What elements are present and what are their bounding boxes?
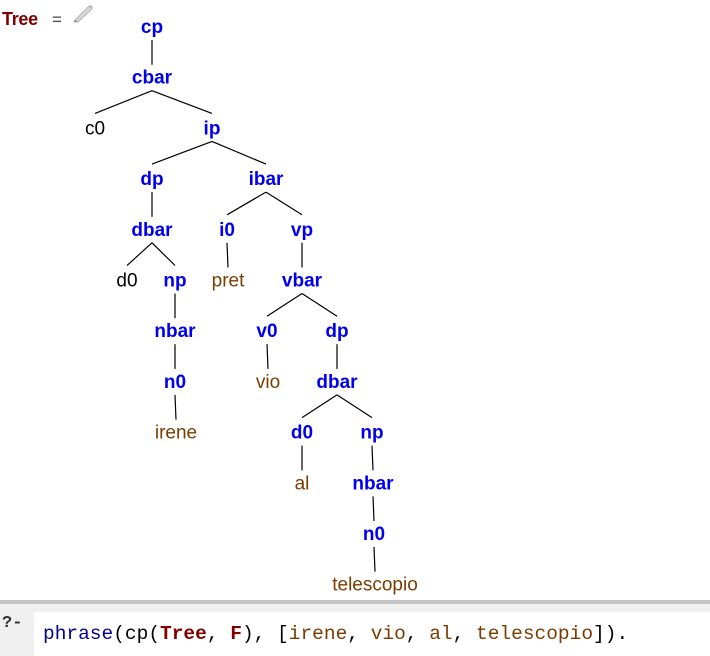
query-prompt: ?- (2, 614, 23, 633)
tree-edge (301, 292, 338, 317)
tree-node-dbar: dbar (131, 220, 173, 241)
query-token: cp (124, 623, 149, 645)
tree-node-d0: d0 (291, 423, 313, 444)
query-token: , (405, 623, 430, 645)
tree-edge (373, 546, 376, 572)
tree-node-nbar: nbar (352, 473, 394, 494)
query-token: , (452, 623, 477, 645)
answer-pane: cp cbar c0 ip dp dbar d0 np nbar n0 irene ibar i0 pre… (2, 3, 418, 596)
tree-edge (372, 496, 375, 522)
tree-node-cp: cp (141, 17, 163, 38)
query-token: ), [ (241, 623, 289, 645)
tree-node-vp: vp (291, 220, 313, 241)
tree-node-vbar: vbar (282, 271, 323, 292)
query-token: , (347, 623, 371, 645)
query-token: al (429, 623, 453, 645)
tree-node-np: np (360, 423, 383, 444)
pencil-icon[interactable] (72, 3, 94, 23)
tree-edge (151, 90, 213, 114)
query-token: phrase (43, 623, 114, 645)
tree-edge (266, 344, 269, 369)
tree-node-irene: irene (155, 423, 197, 444)
tree-node-dp: dp (140, 169, 163, 190)
tree-node-ibar: ibar (249, 169, 284, 190)
tree-node-vio: vio (256, 372, 280, 393)
tree-edge (226, 191, 267, 216)
tree-edge (226, 242, 229, 268)
tree-edge (151, 140, 213, 165)
tree-node-cbar: cbar (132, 68, 173, 89)
tree-node-v0: v0 (256, 321, 277, 342)
answer-variable: Tree (2, 9, 38, 29)
tree-node-dbar: dbar (316, 372, 358, 393)
tree-edge (174, 394, 177, 420)
tree-edge (94, 90, 153, 114)
tree-edge (211, 140, 267, 165)
tree-node-pret: pret (212, 271, 245, 292)
tree-node-ip: ip (204, 118, 221, 139)
tree-edge (266, 292, 303, 317)
tree-node-c0: c0 (85, 118, 105, 139)
query-token: ( (148, 623, 161, 645)
tree-node-n0: n0 (363, 524, 385, 545)
tree-edge (371, 445, 374, 471)
tree-node-i0: i0 (219, 220, 235, 241)
tree-edge (301, 394, 338, 419)
tree-node-d0: d0 (116, 271, 137, 292)
query-token: telescopio (476, 623, 594, 645)
tree-edge (126, 242, 153, 266)
tree-node-n0: n0 (164, 372, 186, 393)
tree-node-al: al (295, 473, 310, 494)
query-input[interactable]: phrase(cp(Tree, F), [irene, vio, al, tel… (34, 612, 710, 656)
query-token: Tree (160, 623, 207, 645)
query-token: F (230, 623, 242, 645)
query-token: vio (370, 623, 406, 645)
parse-tree: cp cbar c0 ip dp dbar d0 np nbar n0 irene ibar i0 pre… (85, 17, 418, 596)
tree-node-telescopio: telescopio (332, 575, 418, 596)
query-bar: ?- phrase(cp(Tree, F), [irene, vio, al, … (0, 600, 710, 656)
tree-node-dp: dp (325, 321, 348, 342)
query-token: ]). (593, 623, 629, 645)
equals-sign: = (52, 10, 62, 29)
query-token: ( (113, 623, 125, 645)
tree-edge (151, 242, 176, 266)
query-token: irene (288, 623, 348, 645)
tree-edge (265, 191, 303, 216)
tree-edge (336, 394, 373, 419)
tree-node-nbar: nbar (154, 321, 196, 342)
query-token: , (206, 623, 231, 645)
tree-node-np: np (163, 271, 186, 292)
